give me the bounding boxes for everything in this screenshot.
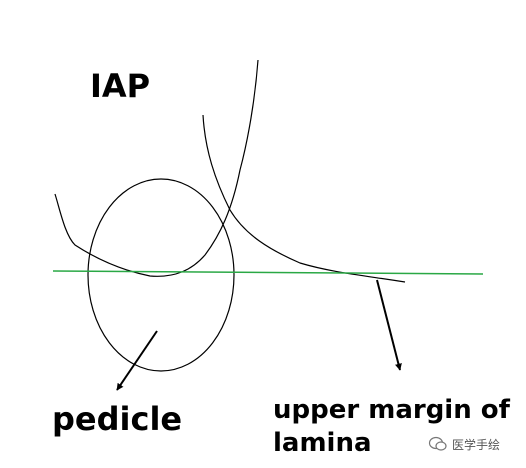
pedicle-arrow [116,330,158,391]
pedicle-label: pedicle [52,400,183,438]
upper-margin-label-line1: upper margin of [273,395,510,425]
wechat-icon [428,436,447,451]
watermark-text: 医学手绘 [452,437,501,452]
pedicle-ellipse [87,178,235,372]
reference-line [52,270,484,275]
iap-outline [54,59,259,277]
upper-margin-label-line2: lamina [273,428,372,458]
watermark: 医学手绘 [428,434,500,454]
upper-margin-label: upper margin of lamina [273,394,510,460]
iap-label: IAP [90,67,151,105]
lamina-arrow [376,279,402,371]
